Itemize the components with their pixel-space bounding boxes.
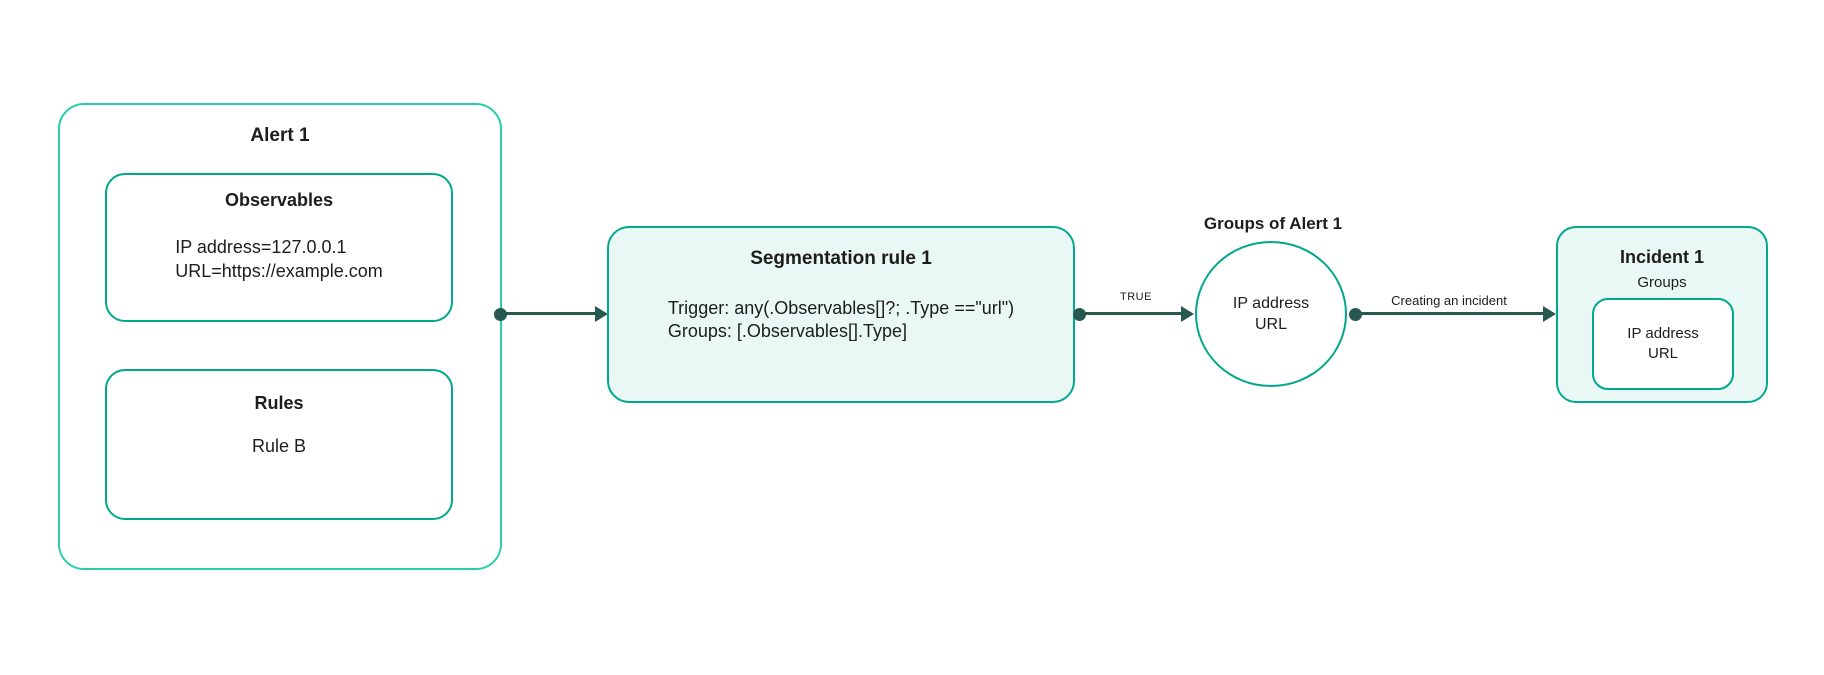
groups-circle-label: Groups of Alert 1: [1203, 214, 1343, 233]
edge-alert-to-segmentation-line: [500, 312, 596, 315]
observables-title: Observables: [224, 190, 334, 210]
groups-circle-line-url: URL: [1254, 316, 1287, 333]
segmentation-rule-title: Segmentation rule 1: [750, 248, 932, 269]
observables-lines: IP address=127.0.0.1 URL=https://example…: [107, 235, 451, 283]
edge-segmentation-to-groups-line: [1079, 312, 1182, 315]
incident-group-line-ip: IP address: [1627, 325, 1699, 342]
observables-node: Observables IP address=127.0.0.1 URL=htt…: [105, 173, 453, 322]
edge-alert-to-segmentation-arrowhead-icon: [595, 306, 608, 322]
incident-group-line-url: URL: [1647, 345, 1678, 362]
rules-title: Rules: [254, 393, 304, 413]
segmentation-trigger-line: Trigger: any(.Observables[]?; .Type =="u…: [667, 298, 1015, 318]
edge-creating-incident-label: Creating an incident: [1391, 293, 1507, 308]
groups-circle-line-ip: IP address: [1232, 295, 1310, 312]
segmentation-rule-node: Segmentation rule 1 Trigger: any(.Observ…: [607, 226, 1075, 403]
observable-line-ip: IP address=127.0.0.1: [175, 237, 347, 257]
observable-line-url: URL=https://example.com: [175, 261, 383, 281]
segmentation-rule-lines: Trigger: any(.Observables[]?; .Type =="u…: [609, 297, 1073, 343]
edge-true-label: TRUE: [1120, 291, 1152, 303]
edge-segmentation-to-groups-arrowhead-icon: [1181, 306, 1194, 322]
incident-node: Incident 1 Groups IP address URL: [1556, 226, 1768, 403]
incident-groups-box: IP address URL: [1592, 298, 1734, 390]
alert-node: Alert 1 Observables IP address=127.0.0.1…: [58, 103, 502, 570]
incident-title: Incident 1: [1619, 247, 1704, 267]
rule-line: Rule B: [251, 436, 307, 456]
rules-lines: Rule B: [107, 436, 451, 457]
incident-groups-subtitle: Groups: [1637, 274, 1687, 291]
alert-title: Alert 1: [250, 125, 310, 146]
groups-circle-node: IP address URL: [1195, 241, 1347, 387]
segmentation-groups-line: Groups: [.Observables[].Type]: [667, 321, 907, 341]
edge-groups-to-incident-arrowhead-icon: [1543, 306, 1556, 322]
rules-node: Rules Rule B: [105, 369, 453, 520]
edge-groups-to-incident-line: [1355, 312, 1544, 315]
